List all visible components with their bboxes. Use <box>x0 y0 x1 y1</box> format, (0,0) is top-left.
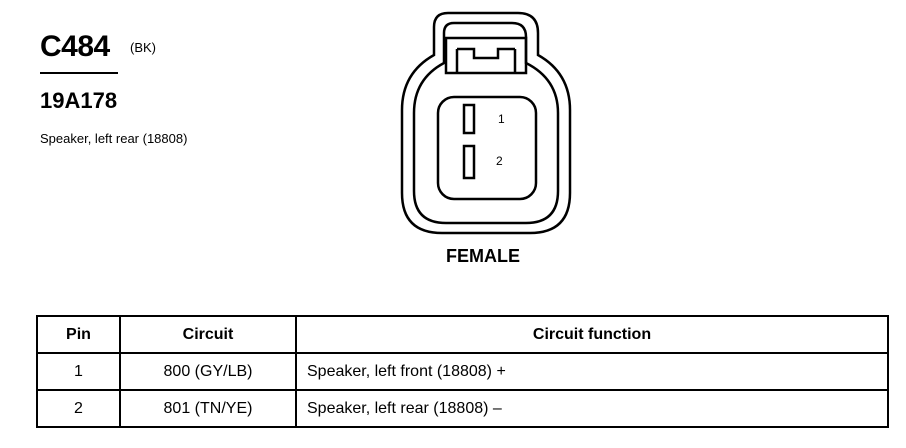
locking-tab-notch <box>455 47 517 73</box>
pin-1-label: 1 <box>498 112 505 126</box>
pin-cell: 1 <box>36 352 121 391</box>
connector-id-underline <box>40 72 118 74</box>
pin-2-terminal <box>462 144 476 180</box>
connector-outer-housing <box>400 11 572 235</box>
connector-face-diagram: 1 2 <box>400 11 572 235</box>
pin-cell: 2 <box>36 389 121 428</box>
connector-description: Speaker, left rear (18808) <box>40 131 188 146</box>
locking-tab <box>444 36 528 75</box>
part-number: 19A178 <box>40 88 118 113</box>
table-row: 1 800 (GY/LB) Speaker, left front (18808… <box>36 352 889 391</box>
table-row: 2 801 (TN/YE) Speaker, left rear (18808)… <box>36 389 889 428</box>
connector-gender-label: FEMALE <box>446 246 520 266</box>
function-column-header: Circuit function <box>295 315 889 354</box>
connector-color-code: (BK) <box>130 40 156 55</box>
function-cell: Speaker, left rear (18808) – <box>295 389 889 428</box>
pin-2-label: 2 <box>496 154 503 168</box>
pinout-table: Pin Circuit Circuit function 1 800 (GY/L… <box>36 315 889 428</box>
pinout-table-header-row: Pin Circuit Circuit function <box>36 315 889 354</box>
circuit-column-header: Circuit <box>119 315 297 354</box>
function-cell: Speaker, left front (18808) + <box>295 352 889 391</box>
pin-1-terminal <box>462 103 476 135</box>
pin-cavity-body <box>436 95 538 201</box>
circuit-cell: 800 (GY/LB) <box>119 352 297 391</box>
pin-column-header: Pin <box>36 315 121 354</box>
circuit-cell: 801 (TN/YE) <box>119 389 297 428</box>
connector-id: C484 <box>40 30 110 63</box>
